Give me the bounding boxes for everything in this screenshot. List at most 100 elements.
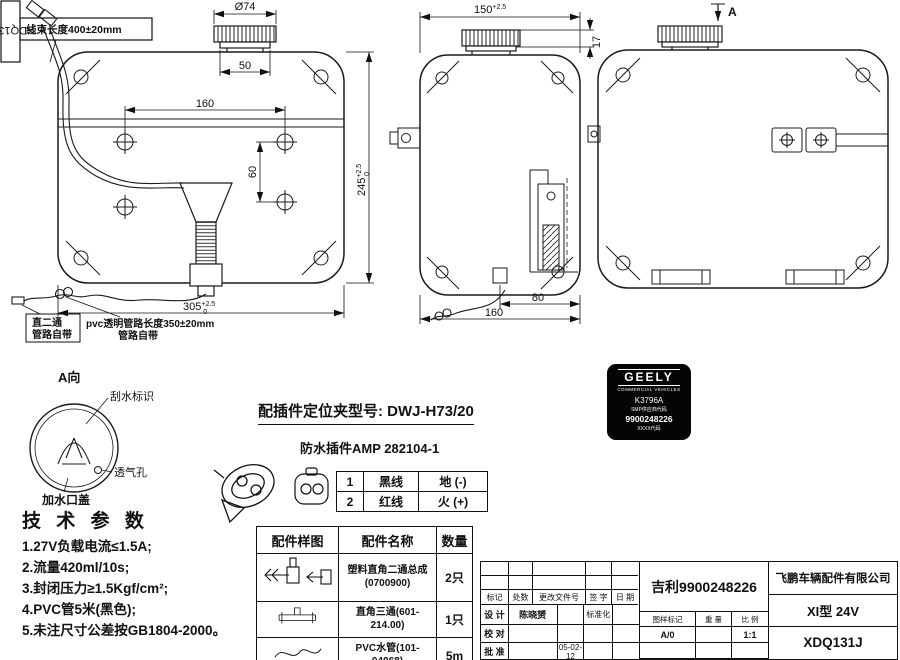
part-name: PVC水管(101-04068): [338, 637, 437, 660]
plug-model-label: 防水插件AMP 282104-1: [300, 441, 440, 456]
rev-blank-cell: [533, 576, 586, 590]
side-mount-clip: [389, 127, 421, 149]
rear-corner-gussets: [605, 57, 881, 281]
design-blank: [613, 605, 639, 625]
tee-fitting-icon: [278, 607, 316, 624]
pin-signal: 火 (+): [418, 491, 488, 512]
a-view-title: A向: [58, 370, 80, 385]
front-corner-gussets: [58, 59, 344, 276]
badge-part-code: K3796A: [634, 396, 664, 405]
dim-60: 60: [247, 166, 259, 178]
dim-245-tol-dn: 0: [364, 172, 371, 176]
scale-value: 1:1: [732, 627, 768, 643]
stage-mark-value: A/0: [640, 627, 696, 643]
callout-pvc-line2: 管路自带: [118, 329, 158, 342]
side-view: [389, 29, 581, 321]
rev-blank-cell: [612, 576, 638, 590]
stage-blank: [696, 643, 732, 659]
approve-date: 05-02-12: [558, 643, 585, 660]
col-header-name: 配件名称: [338, 526, 437, 554]
part-name: 直角三通(601-214.00): [338, 601, 437, 638]
rev-blank-cell: [612, 562, 638, 576]
connector-3d-icon: [213, 464, 275, 524]
rev-header-date: 日 期: [612, 590, 638, 605]
badge-supplier-code-label: SMP供应商代码: [631, 407, 667, 413]
hose-callouts: 直二通 管路自带 pvc透明管路长度350±20mm 管路自带: [21, 296, 214, 343]
col-header-qty: 数量: [436, 526, 473, 554]
dim-150-value: 150: [474, 4, 492, 16]
approve-blank: [509, 643, 558, 660]
pin-row: 1 黑线 地 (-): [336, 471, 488, 492]
clamp-model-label: 配插件定位夹型号: DWJ-H73/20: [258, 400, 474, 425]
dim-150-tol: +2.5: [492, 4, 506, 11]
parts-row: PVC水管(101-04068) 5m: [256, 637, 473, 660]
washer-pump: [179, 182, 233, 297]
check-blank: [508, 625, 558, 643]
title-block-right-area: 飞鹏车辆配件有限公司 XI型 24V XDQ131J: [769, 562, 897, 659]
rear-view: [587, 3, 889, 289]
check-label: 校 对: [481, 625, 509, 643]
weight-value: [696, 627, 732, 643]
drawing-number: XDQ131J: [803, 634, 863, 650]
side-view-dim-texts: 150+2.5 17 80 160: [474, 4, 603, 319]
dim-80: 80: [532, 292, 544, 304]
check-blank: [584, 625, 614, 643]
dim-245-value: 245: [356, 178, 368, 196]
designer-name: 陈晓赟: [508, 605, 558, 625]
geely-logo-subtitle: COMMERCIAL VEHICLES: [617, 387, 681, 392]
wiper-symbol-icon: [57, 437, 91, 465]
stage-header-weight: 重 量: [696, 612, 732, 627]
parts-header-row: 配件样图 配件名称 数量: [256, 526, 473, 554]
dim-cap-diameter: Ø74: [235, 1, 256, 13]
rev-blank-cell: [533, 562, 586, 576]
side-internal-pump: [492, 169, 578, 284]
title-block-middle-area: 吉利9900248226 图样标记 重 量 比 例 A/0 1:1: [640, 562, 769, 659]
wiper-mark-label: 刮水标识: [110, 389, 154, 403]
part-qty: 2只: [436, 553, 473, 602]
vent-hole-icon: [94, 466, 102, 474]
filler-cap-front: [213, 25, 277, 52]
tech-param-4: 4.PVC管5米(黑色);: [22, 601, 137, 617]
dim-17: 17: [591, 36, 603, 48]
tech-param-5: 5.未注尺寸公差按GB1804-2000。: [22, 622, 227, 638]
callout-straight-line1: 直二通: [32, 316, 62, 329]
company-name: 飞鹏车辆配件有限公司: [769, 562, 897, 595]
rev-header-sign: 签 字: [586, 590, 612, 605]
rev-blank-cell: [481, 576, 509, 590]
engineering-drawing-views: XDQ131J 线束长度400±20mm: [0, 0, 889, 343]
filler-cap-side: [461, 29, 521, 55]
connector-face-icon: [294, 467, 329, 505]
tech-param-1: 1.27V负载电流≤1.5A;: [22, 539, 152, 554]
tech-param-2: 2.流量420ml/10s;: [22, 559, 130, 575]
rev-header-mark: 标记: [481, 590, 509, 605]
dim-160-side: 160: [485, 307, 503, 319]
rev-blank-cell: [586, 576, 612, 590]
tech-params-title: 技 术 参 数: [22, 511, 149, 532]
parts-row: 塑料直角二通总成 (0700900) 2只: [256, 553, 473, 602]
section-arrow-a: [711, 3, 725, 21]
parts-table: 配件样图 配件名称 数量 塑料直角二通总成 (0700900): [256, 526, 473, 660]
parts-row: 直角三通(601-214.00) 1只: [256, 601, 473, 638]
stage-blank: [640, 643, 696, 659]
sheet-side-code: XDQ131J: [0, 24, 34, 36]
filler-cap-label: 加水口盖: [41, 492, 90, 507]
dim-150: 150+2.5: [474, 4, 506, 16]
front-view: [11, 0, 345, 305]
stage-blank: [732, 643, 768, 659]
pin-signal: 地 (-): [418, 471, 488, 492]
model-type: XI型 24V: [769, 595, 897, 627]
rear-feet: [651, 269, 845, 285]
wires-and-hose: [11, 0, 207, 305]
standardization-label: 标准化: [584, 605, 614, 625]
elbow-fitting-icon: [264, 557, 332, 585]
pin-wire: 红线: [363, 491, 419, 512]
sheet-corner-block: XDQ131J 线束长度400±20mm: [0, 0, 153, 63]
mounting-holes: [113, 130, 297, 219]
pin-number: 2: [336, 491, 364, 512]
badge-date-code: XXXX代码: [637, 426, 661, 432]
dim-245-tol-up: +2.5: [356, 164, 363, 178]
rear-bracket: [771, 127, 888, 153]
geely-logo: GEELY: [618, 369, 680, 386]
